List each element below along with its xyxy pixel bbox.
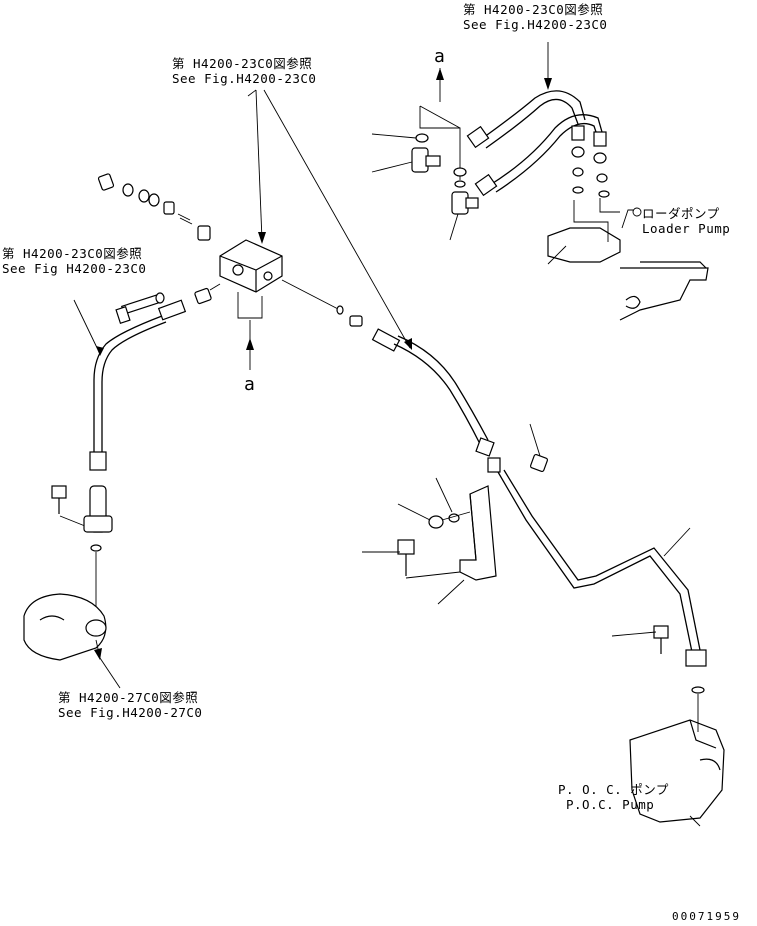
loader-pump-en: Loader Pump [642,221,731,236]
poc-pump-en: P.O.C. Pump [566,797,655,812]
loader-pump-label: ローダポンプ Loader Pump [642,206,730,236]
left-hose [73,299,187,471]
ref-a-top-bracket [419,68,461,180]
callout-top-right: 第 H4200-23C0図参照 See Fig.H4200-23C0 [463,2,607,32]
poc-pump-jp: P. O. C. ポンプ [558,782,669,797]
poc-pump-outline [611,625,725,827]
callout-top-right-jp: 第 H4200-23C0図参照 [463,2,604,17]
tube-assembly [487,423,707,667]
left-lower-parts [23,485,121,689]
callout-bottom-left: 第 H4200-27C0図参照 See Fig.H4200-27C0 [58,690,202,720]
callout-center: 第 H4200-23C0図参照 See Fig.H4200-23C0 [172,56,316,86]
top-right-leader [544,42,552,90]
loader-pump-jp: ローダポンプ [642,206,720,221]
valve-block [219,239,283,370]
callout-left-en: See Fig H4200-23C0 [2,261,147,276]
ref-a-top: a [434,46,445,67]
middle-hose [371,328,495,457]
block-bolt-fittings [115,279,363,327]
callout-center-jp: 第 H4200-23C0図参照 [172,56,313,71]
small-parts-row [97,173,211,241]
callout-bottom-left-jp: 第 H4200-27C0図参照 [58,690,199,705]
poc-pump-label: P. O. C. ポンプ P.O.C. Pump [558,782,669,812]
callout-top-right-en: See Fig.H4200-23C0 [463,17,608,32]
callout-left: 第 H4200-23C0図参照 See Fig H4200-23C0 [2,246,146,276]
loader-pump-outline [547,198,709,321]
bracket-hardware [362,477,497,605]
upper-fittings [371,133,479,241]
document-number: 00071959 [672,910,741,923]
callout-left-jp: 第 H4200-23C0図参照 [2,246,143,261]
center-leaders [247,89,412,350]
callout-center-en: See Fig.H4200-23C0 [172,71,317,86]
upper-hoses [466,90,610,198]
ref-a-middle: a [244,374,255,395]
callout-bottom-left-en: See Fig.H4200-27C0 [58,705,203,720]
